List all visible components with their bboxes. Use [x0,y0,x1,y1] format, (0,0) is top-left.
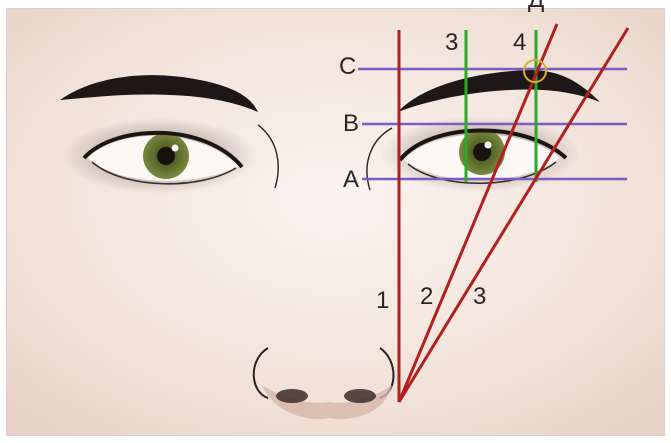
label-line-1: 1 [376,287,389,314]
label-top-3: 3 [445,29,458,56]
label-a: A [343,166,359,193]
face-skin [7,9,664,435]
label-line-2: 2 [420,283,433,310]
corner-glyph: Д [528,0,544,13]
label-top-4: 4 [513,29,526,56]
label-line-3: 3 [473,283,486,310]
label-b: B [343,110,359,137]
label-c: C [339,53,356,80]
